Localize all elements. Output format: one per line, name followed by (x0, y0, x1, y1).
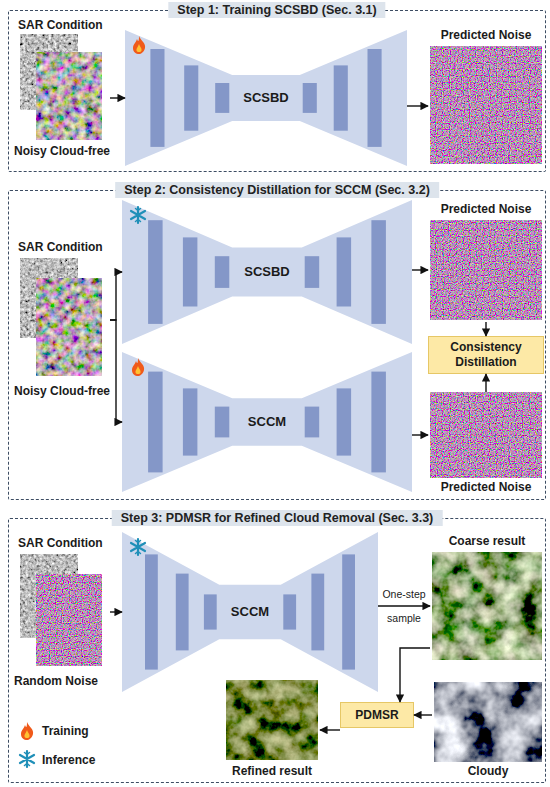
hourglass-outline (122, 532, 378, 692)
layer-bar (148, 220, 163, 324)
layer-bar (150, 49, 164, 147)
layer-bar (334, 65, 348, 130)
noise-image (430, 46, 542, 164)
hourglass-outline (122, 352, 412, 492)
connector-arrow (400, 648, 430, 702)
snowflake-icon (20, 751, 34, 767)
noise-image (430, 392, 542, 478)
layer-bar (337, 237, 352, 306)
sar-image (20, 554, 78, 638)
layer-bar (176, 574, 189, 651)
image-label: Coarse result (430, 534, 544, 548)
legend-label: Training (42, 724, 89, 738)
noise-image (36, 574, 102, 666)
output-image: Refined result (224, 680, 320, 780)
cloud-free-image (36, 278, 102, 376)
layer-bar (215, 83, 229, 113)
layer-bar (204, 594, 217, 629)
image-label: Cloudy (432, 764, 544, 778)
layer-bar (311, 574, 324, 651)
input-images: SAR ConditionRandom Noise (14, 534, 110, 692)
process-label: PDMSR (355, 708, 398, 723)
connector-arrow (412, 269, 428, 270)
input-images: SAR ConditionNoisy Cloud-free (14, 238, 110, 404)
layer-bar (184, 65, 198, 130)
connector-arrow (320, 729, 340, 730)
panel-title: Step 1: Training SCSBD (Sec. 3.1) (168, 2, 385, 18)
step-panel: Step 3: PDMSR for Refined Cloud Removal … (8, 518, 546, 783)
image-label: SAR Condition (18, 240, 118, 254)
connector-arrow (110, 272, 122, 320)
layer-bar (183, 237, 198, 306)
network-block: SCCM (122, 532, 378, 692)
image-label: Predicted Noise (428, 28, 544, 42)
layer-bar (337, 388, 352, 455)
connector-arrow (485, 322, 486, 336)
image-label: Random Noise (14, 674, 124, 688)
connector-arrow (110, 320, 122, 422)
image-label: Predicted Noise (428, 480, 544, 494)
connector-arrow (485, 374, 486, 392)
hourglass-outline (125, 30, 407, 166)
process-box: Consistency Distillation (428, 336, 544, 374)
network-block: SCSBD (122, 200, 412, 344)
network-name: SCSBD (122, 264, 412, 280)
network-name: SCCM (122, 414, 412, 430)
layer-bar (305, 256, 320, 288)
refined-image (226, 680, 318, 760)
legend-label: Inference (42, 753, 95, 767)
layer-bar (342, 554, 355, 669)
image-label: Predicted Noise (428, 202, 544, 216)
cloud-free-image (36, 52, 102, 140)
layer-bar (148, 372, 163, 473)
layer-bar (303, 83, 317, 113)
input-image: Cloudy (432, 682, 544, 780)
image-label: Noisy Cloud-free (14, 144, 124, 158)
image-label: SAR Condition (18, 536, 118, 550)
layer-bar (305, 407, 320, 438)
panel-title: Step 2: Consistency Distillation for SCC… (115, 182, 439, 198)
connector-arrow (414, 714, 432, 715)
step-panel: Step 1: Training SCSBD (Sec. 3.1)SAR Con… (8, 10, 546, 172)
cloudy-image (434, 682, 542, 762)
process-box: PDMSR (340, 702, 414, 728)
image-label: Noisy Cloud-free (14, 384, 124, 398)
connector-arrow (407, 105, 428, 106)
layer-bar (183, 388, 198, 455)
layer-bar (215, 256, 230, 288)
network-name: SCSBD (125, 90, 407, 106)
output-image: Predicted Noise (428, 392, 544, 496)
edge-label: One-step sample (376, 582, 432, 630)
panel-title: Step 3: PDMSR for Refined Cloud Removal … (112, 510, 443, 526)
noise-image (430, 220, 542, 320)
layer-bar (215, 407, 230, 438)
dashed-frame (8, 518, 546, 783)
image-label: SAR Condition (18, 18, 118, 32)
layer-bar (283, 594, 296, 629)
sar-image (20, 258, 78, 338)
input-images: SAR ConditionNoisy Cloud-free (14, 16, 110, 162)
image-label: Refined result (224, 764, 320, 778)
layer-bar (368, 49, 382, 147)
connector-arrow (412, 434, 428, 435)
layer-bar (371, 220, 386, 324)
layer-bar (145, 554, 158, 669)
fire-icon (21, 722, 33, 740)
output-image: Coarse result (430, 534, 544, 662)
sar-image (20, 34, 78, 110)
output-image: Predicted Noise (428, 26, 544, 166)
hourglass-outline (122, 200, 412, 344)
network-block: SCSBD (125, 30, 407, 166)
output-image: Predicted Noise (428, 200, 544, 322)
process-label: Consistency Distillation (429, 340, 543, 370)
connector-arrow (110, 97, 125, 98)
connector-arrow (110, 611, 122, 612)
network-name: SCCM (122, 604, 378, 620)
layer-bar (371, 372, 386, 473)
step-panel: Step 2: Consistency Distillation for SCC… (8, 190, 546, 500)
connector-arrow (378, 605, 430, 606)
coarse-image (432, 552, 542, 660)
network-block: SCCM (122, 352, 412, 492)
